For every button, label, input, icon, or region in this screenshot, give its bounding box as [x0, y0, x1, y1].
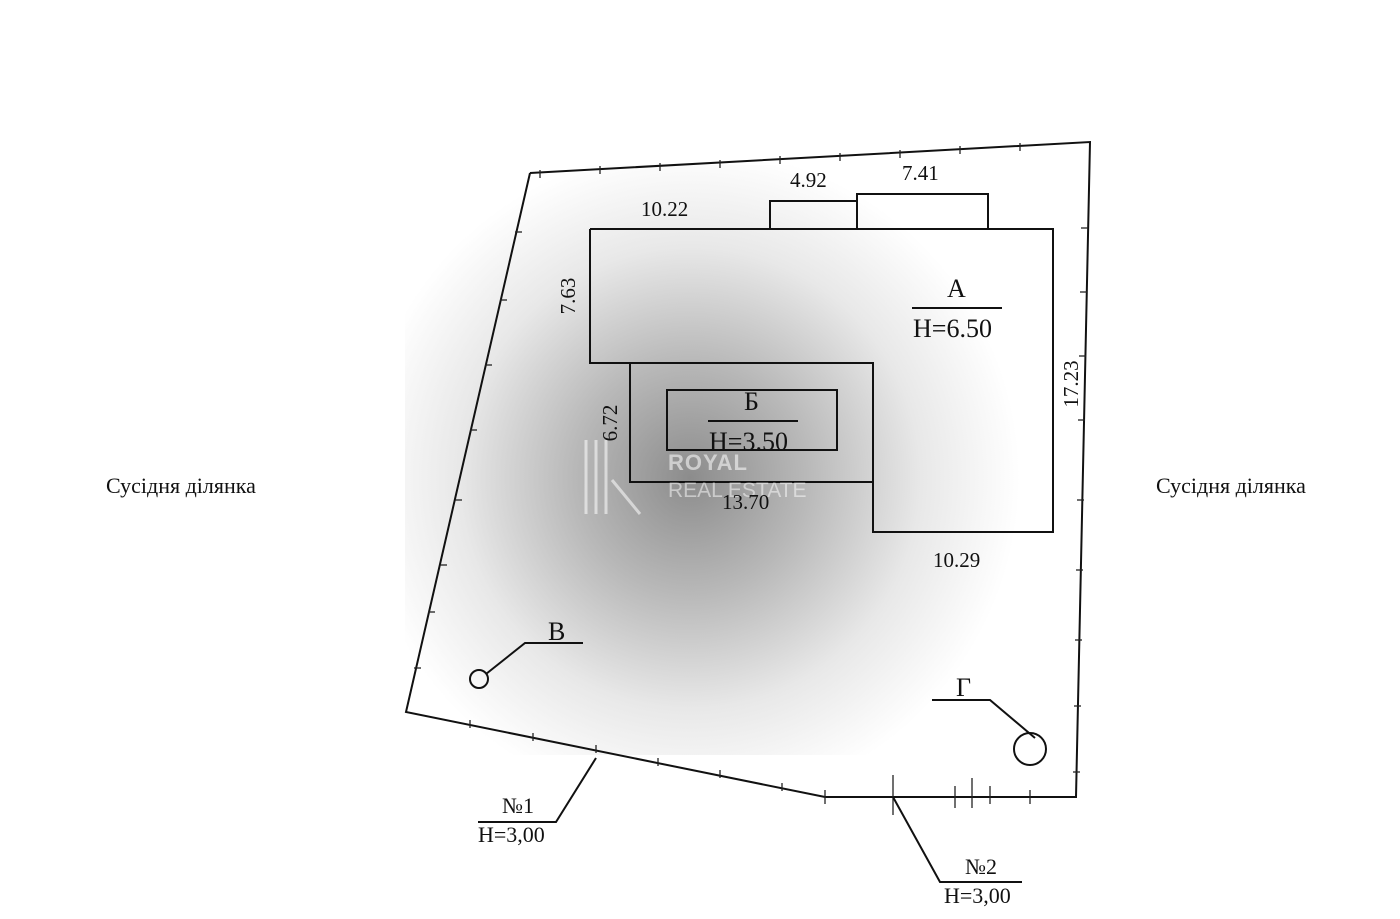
- marker-g-label: Г: [956, 673, 971, 702]
- dim-6-72: 6.72: [598, 405, 622, 442]
- dim-7-63: 7.63: [556, 278, 580, 315]
- dim-7-41: 7.41: [902, 161, 939, 185]
- building-a-height: H=6.50: [913, 314, 992, 343]
- building-a-label: А: [947, 274, 966, 303]
- marker-v-leader: [485, 642, 583, 675]
- dim-4-92: 4.92: [790, 168, 827, 192]
- marker-v-circle: [469, 669, 489, 689]
- watermark-logo: [584, 440, 642, 515]
- building-b-height: H=3.50: [709, 427, 788, 456]
- dim-10-29: 10.29: [933, 548, 980, 572]
- watermark-text-royal: ROYAL: [668, 450, 748, 475]
- point-2-leader: [892, 796, 1022, 883]
- building-b-outline: [629, 362, 874, 483]
- marker-g-leader: [932, 699, 1036, 739]
- point-2-label: №2: [965, 854, 997, 879]
- watermark-text-real-estate: REAL ESTATE: [668, 479, 806, 502]
- background-shade: [405, 165, 1095, 755]
- dim-10-22: 10.22: [641, 197, 688, 221]
- dim-17-23: 17.23: [1059, 360, 1083, 407]
- boundary-ticks: [414, 143, 1088, 815]
- annex-7-41: [856, 193, 989, 230]
- building-b-inner: [666, 389, 838, 451]
- dim-13-70: 13.70: [722, 490, 769, 514]
- marker-v-label: В: [548, 617, 565, 646]
- point-1-leader: [478, 757, 597, 823]
- point-2-height: H=3,00: [944, 883, 1011, 908]
- point-1-height: H=3,00: [478, 822, 545, 847]
- building-b-label: Б: [744, 387, 759, 416]
- neighbor-left-label: Сусідня ділянка: [106, 473, 256, 498]
- point-1-label: №1: [502, 793, 534, 818]
- plot-boundary: [404, 140, 1092, 798]
- neighbor-right-label: Сусідня ділянка: [1156, 473, 1306, 498]
